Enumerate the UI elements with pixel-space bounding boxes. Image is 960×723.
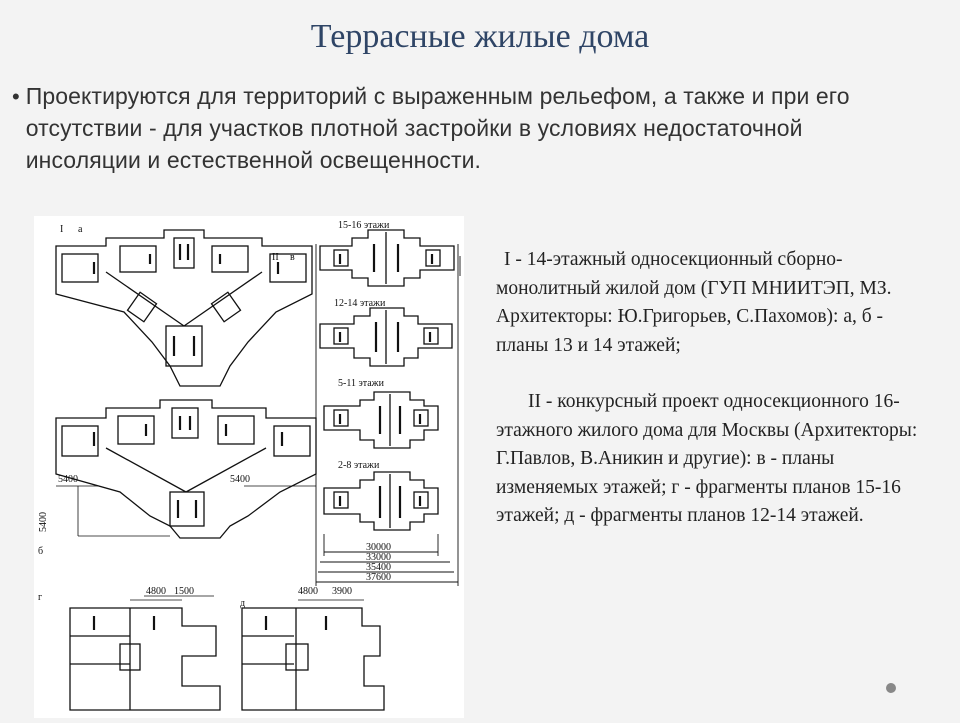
caption-part-2: II - конкурсный проект односекционного 1… bbox=[496, 391, 918, 526]
label-b: б bbox=[38, 546, 43, 557]
label-v: в bbox=[290, 252, 295, 263]
dimension-37600: 37600 bbox=[366, 572, 391, 583]
dimension-4800-g: 4800 bbox=[146, 586, 166, 597]
dimension-30000: 30000 bbox=[366, 542, 391, 553]
plan-a bbox=[55, 229, 313, 387]
plan-v-15-16 bbox=[319, 229, 455, 287]
label-floors-12-14: 12-14 этажи bbox=[334, 298, 386, 309]
bullet-text: Проектируются для территорий с выраженны… bbox=[25, 83, 850, 173]
plan-d bbox=[241, 599, 385, 711]
dimension-35400: 35400 bbox=[366, 562, 391, 573]
floor-plans-drawing: I а б II в г д 15-16 этажи 12-14 этажи 5… bbox=[38, 220, 461, 711]
caption-part-1: I - 14-этажный односекционный сборно-мон… bbox=[496, 249, 892, 356]
plan-v-12-14 bbox=[319, 307, 453, 367]
dimension-5400-right: 5400 bbox=[230, 474, 250, 485]
label-g: г bbox=[38, 592, 42, 603]
dimension-1500: 1500 bbox=[174, 586, 194, 597]
dimension-5400-left: 5400 bbox=[58, 474, 78, 485]
label-floors-15-16: 15-16 этажи bbox=[338, 220, 390, 231]
label-a: а bbox=[78, 224, 83, 235]
plan-v-2-8 bbox=[323, 471, 439, 531]
dimension-3900: 3900 bbox=[332, 586, 352, 597]
dimension-5400-vertical: 5400 bbox=[38, 512, 49, 532]
plan-v-5-11 bbox=[323, 391, 439, 449]
architectural-plans-figure: I а б II в г д 15-16 этажи 12-14 этажи 5… bbox=[34, 216, 464, 718]
slide-nav-dot[interactable] bbox=[886, 683, 896, 693]
label-d: д bbox=[240, 598, 245, 609]
label-floors-2-8: 2-8 этажи bbox=[338, 460, 380, 471]
label-I: I bbox=[60, 224, 63, 235]
dimension-33000: 33000 bbox=[366, 552, 391, 563]
bullet-item: • Проектируются для территорий с выражен… bbox=[12, 80, 912, 176]
bullet-marker: • bbox=[12, 84, 20, 109]
plan-b bbox=[55, 399, 317, 539]
slide-title: Террасные жилые дома bbox=[310, 18, 650, 55]
label-II: II bbox=[272, 252, 279, 263]
figure-caption: I - 14-этажный односекционный сборно-мон… bbox=[496, 246, 936, 531]
label-floors-5-11: 5-11 этажи bbox=[338, 378, 385, 389]
dimension-4800-d: 4800 bbox=[298, 586, 318, 597]
plan-g bbox=[69, 595, 221, 711]
